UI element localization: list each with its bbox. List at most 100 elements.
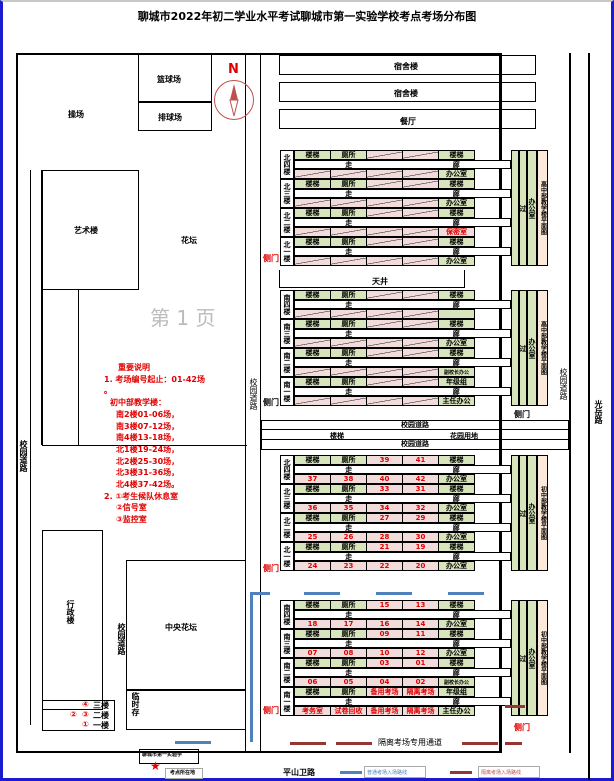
west-road-label: 校园道路 xyxy=(19,440,28,472)
volleyball-label: 排球场 xyxy=(158,113,182,122)
floor-name: 北二楼 xyxy=(280,208,294,237)
room-cell: 主任办公 xyxy=(438,396,475,406)
exam-room: 34 xyxy=(366,503,403,513)
hallway xyxy=(511,455,519,571)
compass-needle-icon xyxy=(229,84,239,117)
floor-name: 南一楼 xyxy=(280,687,294,716)
notes-line: 。 xyxy=(104,386,112,396)
exam-room: 16 xyxy=(366,619,403,629)
room-cell: 办公室 xyxy=(438,561,475,571)
canteen xyxy=(279,109,536,129)
floor-plan-label: 高中部教学楼平面图 xyxy=(537,150,548,266)
notes-line: 南2楼01-06场， xyxy=(116,409,180,419)
location-label: 考点所在地 xyxy=(165,768,203,779)
room-cell: 楼梯 xyxy=(294,319,331,329)
isolation-route-arrow xyxy=(505,705,525,708)
room-cell xyxy=(330,198,367,208)
room-cell xyxy=(366,377,403,387)
corridor-label: 走 xyxy=(345,610,353,619)
room-cell: 办公室 xyxy=(438,198,475,208)
art-building xyxy=(42,170,139,290)
exam-room: 02 xyxy=(402,677,439,687)
admin-floor: 二楼 xyxy=(93,711,109,720)
exam-room: 09 xyxy=(366,629,403,639)
admin-building xyxy=(42,530,103,710)
exam-room: 14 xyxy=(402,619,439,629)
room-cell: 楼梯 xyxy=(294,600,331,610)
room-cell: 楼梯 xyxy=(294,687,331,697)
room-cell xyxy=(294,338,331,348)
room-cell xyxy=(402,338,439,348)
corridor: 走廊 xyxy=(294,218,511,227)
admin-floor: 一楼 xyxy=(93,721,109,730)
pingshanwei-road-label: 平山卫路 xyxy=(283,768,315,777)
side-door-label: 侧门 xyxy=(263,564,279,573)
room-cell xyxy=(366,150,403,160)
corridor: 走廊 xyxy=(294,639,511,648)
corridor-label: 廊 xyxy=(452,465,460,474)
corridor: 走廊 xyxy=(294,387,511,396)
room-cell xyxy=(366,227,403,237)
corridor: 走廊 xyxy=(294,552,511,561)
side-door-label: 侧门 xyxy=(263,254,279,263)
corridor-label: 廊 xyxy=(452,639,460,648)
notes-line: 1. 考场编号起止：01-42场 xyxy=(104,374,205,384)
room-cell: 楼梯 xyxy=(438,658,475,668)
room-cell: 厕所 xyxy=(330,377,367,387)
courtyard xyxy=(279,270,465,288)
east-road-line xyxy=(588,53,590,780)
floor-name: 北一楼 xyxy=(280,237,294,266)
notes-title: 重要说明 xyxy=(118,363,150,372)
room-cell: 试卷回收 xyxy=(330,706,367,716)
page-watermark: 第 1 页 xyxy=(150,306,216,330)
room-cell xyxy=(438,309,475,319)
room-cell: 隔离考场 xyxy=(402,687,439,697)
room-cell xyxy=(402,396,439,406)
notes-block: 重要说明 1. 考场编号起止：01-42场 。 初中部教学楼： 南2楼01-06… xyxy=(104,362,205,526)
room-cell: 楼梯 xyxy=(294,208,331,218)
room-cell xyxy=(366,256,403,266)
corridor-label: 走 xyxy=(345,218,353,227)
notes-line: 2. ①考生候队休息室 xyxy=(104,491,179,501)
room-cell xyxy=(402,256,439,266)
exam-room: 13 xyxy=(402,600,439,610)
corridor: 走廊 xyxy=(294,189,511,198)
dorm-building-1 xyxy=(279,55,536,75)
volleyball-court xyxy=(138,102,212,131)
room-cell: 楼梯 xyxy=(294,484,331,494)
exam-room: 26 xyxy=(330,532,367,542)
floor-plan-label: 高中部教学楼平面图 xyxy=(537,290,548,406)
room-cell: 厕所 xyxy=(330,348,367,358)
exam-room: 12 xyxy=(402,648,439,658)
central-flowerbed xyxy=(126,560,246,690)
room-cell xyxy=(330,169,367,179)
corridor-label: 走 xyxy=(345,358,353,367)
room-cell: 厕所 xyxy=(330,629,367,639)
hallway xyxy=(511,600,519,716)
room-cell: 年级组 xyxy=(438,377,475,387)
room-cell xyxy=(330,227,367,237)
room-cell: 厕所 xyxy=(330,237,367,247)
room-cell xyxy=(402,309,439,319)
room-cell: 楼梯 xyxy=(438,542,475,552)
room-cell: 楼梯 xyxy=(438,600,475,610)
corridor: 走廊 xyxy=(294,247,511,256)
road-line-1 xyxy=(245,53,246,753)
corridor: 走廊 xyxy=(294,358,511,367)
floor-name: 南二楼 xyxy=(280,658,294,687)
corridor: 走廊 xyxy=(294,465,511,474)
room-cell: 楼梯 xyxy=(294,542,331,552)
room-cell xyxy=(402,367,439,377)
road-line-2 xyxy=(260,53,261,753)
exam-room: 21 xyxy=(366,542,403,552)
room-cell xyxy=(366,338,403,348)
floor-name: 北三楼 xyxy=(280,179,294,208)
corridor-label: 走 xyxy=(345,387,353,396)
office-column: 办公室 xyxy=(527,150,537,266)
floor-name: 南二楼 xyxy=(280,348,294,377)
room-cell xyxy=(294,169,331,179)
room-cell: 厕所 xyxy=(330,687,367,697)
exam-room: 38 xyxy=(330,474,367,484)
room-cell xyxy=(294,309,331,319)
side-door-label: 侧门 xyxy=(263,398,279,407)
